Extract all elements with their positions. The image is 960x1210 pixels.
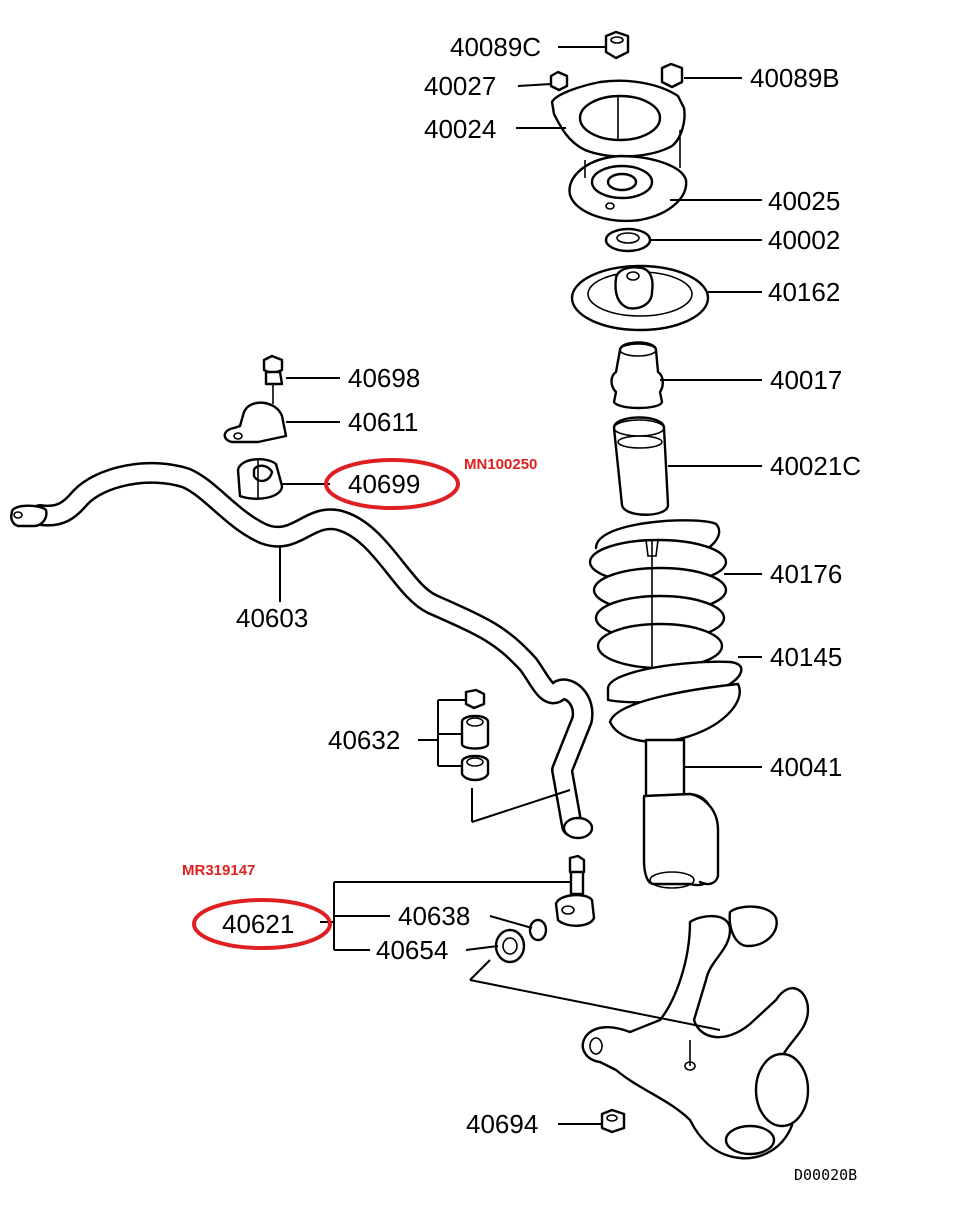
label-40621: 40621 xyxy=(222,909,294,939)
dust-boot-40021c xyxy=(612,416,670,516)
label-40025: 40025 xyxy=(768,186,840,216)
stabilizer-link-40621 xyxy=(554,854,596,927)
label-40024: 40024 xyxy=(424,114,496,144)
label-40603: 40603 xyxy=(236,603,308,633)
label-40654: 40654 xyxy=(376,935,448,965)
label-40162: 40162 xyxy=(768,277,840,307)
spring-seat-40162 xyxy=(570,264,710,332)
highlight-ring-40621 xyxy=(192,898,332,950)
bearing-40002 xyxy=(604,227,652,253)
label-40638: 40638 xyxy=(398,901,470,931)
label-40698: 40698 xyxy=(348,363,420,393)
label-40017: 40017 xyxy=(770,365,842,395)
nut-40089b xyxy=(660,62,684,89)
label-40021c: 40021C xyxy=(770,451,861,481)
label-40027: 40027 xyxy=(424,71,496,101)
leader-lines xyxy=(279,46,762,1125)
note-mr319147: MR319147 xyxy=(182,862,255,879)
label-40176: 40176 xyxy=(770,559,842,589)
strut-40041 xyxy=(642,738,720,889)
spring-seat-40145 xyxy=(606,660,743,743)
label-40089c: 40089C xyxy=(450,32,541,62)
bracket-40611 xyxy=(223,401,288,444)
nut-40694 xyxy=(600,1108,626,1134)
label-40699: 40699 xyxy=(348,469,420,499)
seal-40654 xyxy=(494,928,526,964)
bolt-40698 xyxy=(262,354,284,404)
plate-40024 xyxy=(550,79,686,158)
label-40089b: 40089B xyxy=(750,63,840,93)
knuckle xyxy=(581,905,810,1160)
label-40611: 40611 xyxy=(348,407,418,437)
label-40041: 40041 xyxy=(770,752,842,782)
label-40002: 40002 xyxy=(768,225,840,255)
bump-stop-40017 xyxy=(610,341,664,410)
ring-40638 xyxy=(528,918,548,942)
highlight-ring-40699 xyxy=(324,458,460,510)
label-40694: 40694 xyxy=(466,1109,538,1139)
note-mn100250: MN100250 xyxy=(464,456,537,473)
nut-40027 xyxy=(549,70,569,92)
coil-spring-40176 xyxy=(588,519,728,670)
bushing-set-40632 xyxy=(460,688,490,782)
diagram-code: D00020B xyxy=(794,1166,857,1184)
label-40632: 40632 xyxy=(328,725,400,755)
bushing-40699 xyxy=(236,458,284,500)
stabilizer-bar-40603 xyxy=(10,461,594,840)
mount-40025 xyxy=(568,130,688,222)
part-labels: 40089C 40027 40089B 40024 40025 40002 40… xyxy=(222,32,861,1139)
nut-40089c xyxy=(604,30,630,60)
label-40145: 40145 xyxy=(770,642,842,672)
highlights: MN100250 MR319147 xyxy=(182,456,537,950)
